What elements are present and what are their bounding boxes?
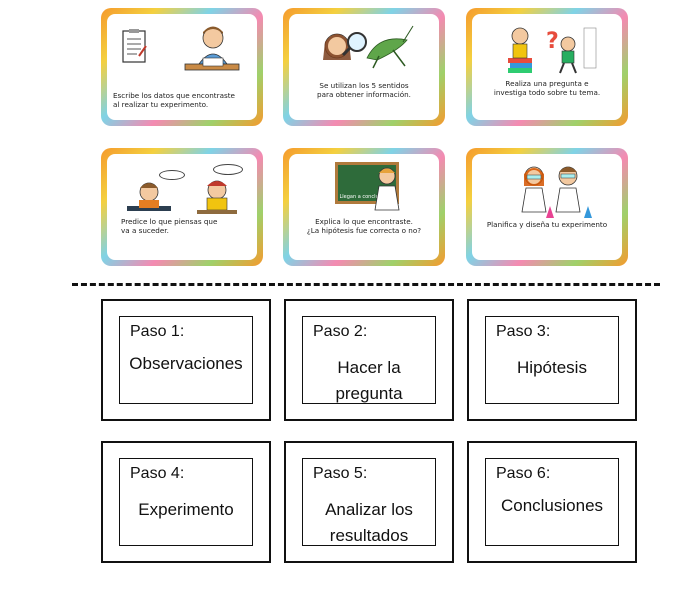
- girl-magnifier-grasshopper-illustration: [323, 25, 414, 69]
- step-label: Paso 6:: [496, 465, 551, 482]
- step-inner-frame: Paso 1: Observaciones: [119, 316, 253, 404]
- step-box-1: Paso 1: Observaciones: [101, 299, 271, 421]
- card-caption-line: para obtener información.: [317, 90, 411, 100]
- scientist-boy-illustration: [374, 167, 400, 211]
- step-box-6: Paso 6: Conclusiones: [467, 441, 637, 563]
- step-name-line: resultados: [329, 526, 409, 545]
- step-name: Experimento: [120, 497, 252, 523]
- boy-writing-illustration: [184, 26, 240, 71]
- card-caption-line: Realiza una pregunta e: [505, 78, 589, 88]
- dashed-cut-line: [72, 283, 660, 286]
- step-label: Paso 2:: [313, 323, 368, 340]
- card-caption-line: Planifica y diseña tu experimento: [486, 220, 608, 230]
- card-caption-line: Explica lo que encontraste.: [315, 216, 413, 226]
- step-name-line: Observaciones: [129, 354, 243, 373]
- card-caption-line: ¿La hipótesis fue correcta o no?: [306, 226, 422, 236]
- card-plan-experiment: Planifica y diseña tu experimento: [466, 148, 628, 266]
- card-ask-question: ? Realiza una pregunta e investiga todo …: [466, 8, 628, 126]
- card-caption-line: investiga todo sobre tu tema.: [493, 88, 601, 98]
- step-label: Paso 3:: [496, 323, 551, 340]
- thought-bubble: [159, 170, 185, 180]
- scientists-lab-illustration: [521, 166, 592, 218]
- step-inner-frame: Paso 5: Analizar los resultados: [302, 458, 436, 546]
- card-caption-line: al realizar tu experimento.: [113, 100, 209, 110]
- step-inner-frame: Paso 4: Experimento: [119, 458, 253, 546]
- step-box-3: Paso 3: Hipótesis: [467, 299, 637, 421]
- kids-thinking-illustration: [127, 180, 237, 214]
- card-conclusions: Llegan a conclusiones Explica lo que enc…: [283, 148, 445, 266]
- step-inner-frame: Paso 2: Hacer la pregunta: [302, 316, 436, 404]
- step-name-line: Experimento: [138, 500, 234, 519]
- card-caption-line: Escribe los datos que encontraste: [113, 90, 235, 100]
- step-name-line: Conclusiones: [500, 496, 604, 515]
- card-predict: Predice lo que piensas que va a suceder.: [101, 148, 263, 266]
- step-label: Paso 1:: [130, 323, 185, 340]
- thought-bubble: [213, 164, 243, 175]
- card-caption-line: Predice lo que piensas que: [121, 216, 218, 226]
- clipboard-illustration: [122, 29, 147, 63]
- step-label: Paso 4:: [130, 465, 185, 482]
- step-inner-frame: Paso 6: Conclusiones: [485, 458, 619, 546]
- card-record-data: Escribe los datos que encontraste al rea…: [101, 8, 263, 126]
- chalkboard-text: Llegan a conclusiones: [339, 194, 395, 200]
- step-name-line: pregunta: [335, 384, 403, 403]
- step-name: Hipótesis: [486, 355, 618, 381]
- step-name-line: Hacer la: [337, 358, 401, 377]
- step-box-2: Paso 2: Hacer la pregunta: [284, 299, 454, 421]
- card-caption-line: Se utilizan los 5 sentidos: [319, 80, 409, 90]
- step-box-5: Paso 5: Analizar los resultados: [284, 441, 454, 563]
- card-caption-line: va a suceder.: [121, 226, 169, 236]
- step-name: Analizar los resultados: [303, 497, 435, 549]
- step-name-line: Analizar los: [325, 500, 413, 519]
- step-inner-frame: Paso 3: Hipótesis: [485, 316, 619, 404]
- svg-text:?: ?: [546, 29, 559, 54]
- step-label: Paso 5:: [313, 465, 368, 482]
- step-name: Hacer la pregunta: [303, 355, 435, 407]
- step-name: Observaciones: [120, 351, 252, 377]
- step-box-4: Paso 4: Experimento: [101, 441, 271, 563]
- card-observe-senses: Se utilizan los 5 sentidos para obtener …: [283, 8, 445, 126]
- step-name: Conclusiones: [486, 493, 618, 519]
- step-name-line: Hipótesis: [517, 358, 587, 377]
- kids-question-illustration: ?: [508, 27, 597, 74]
